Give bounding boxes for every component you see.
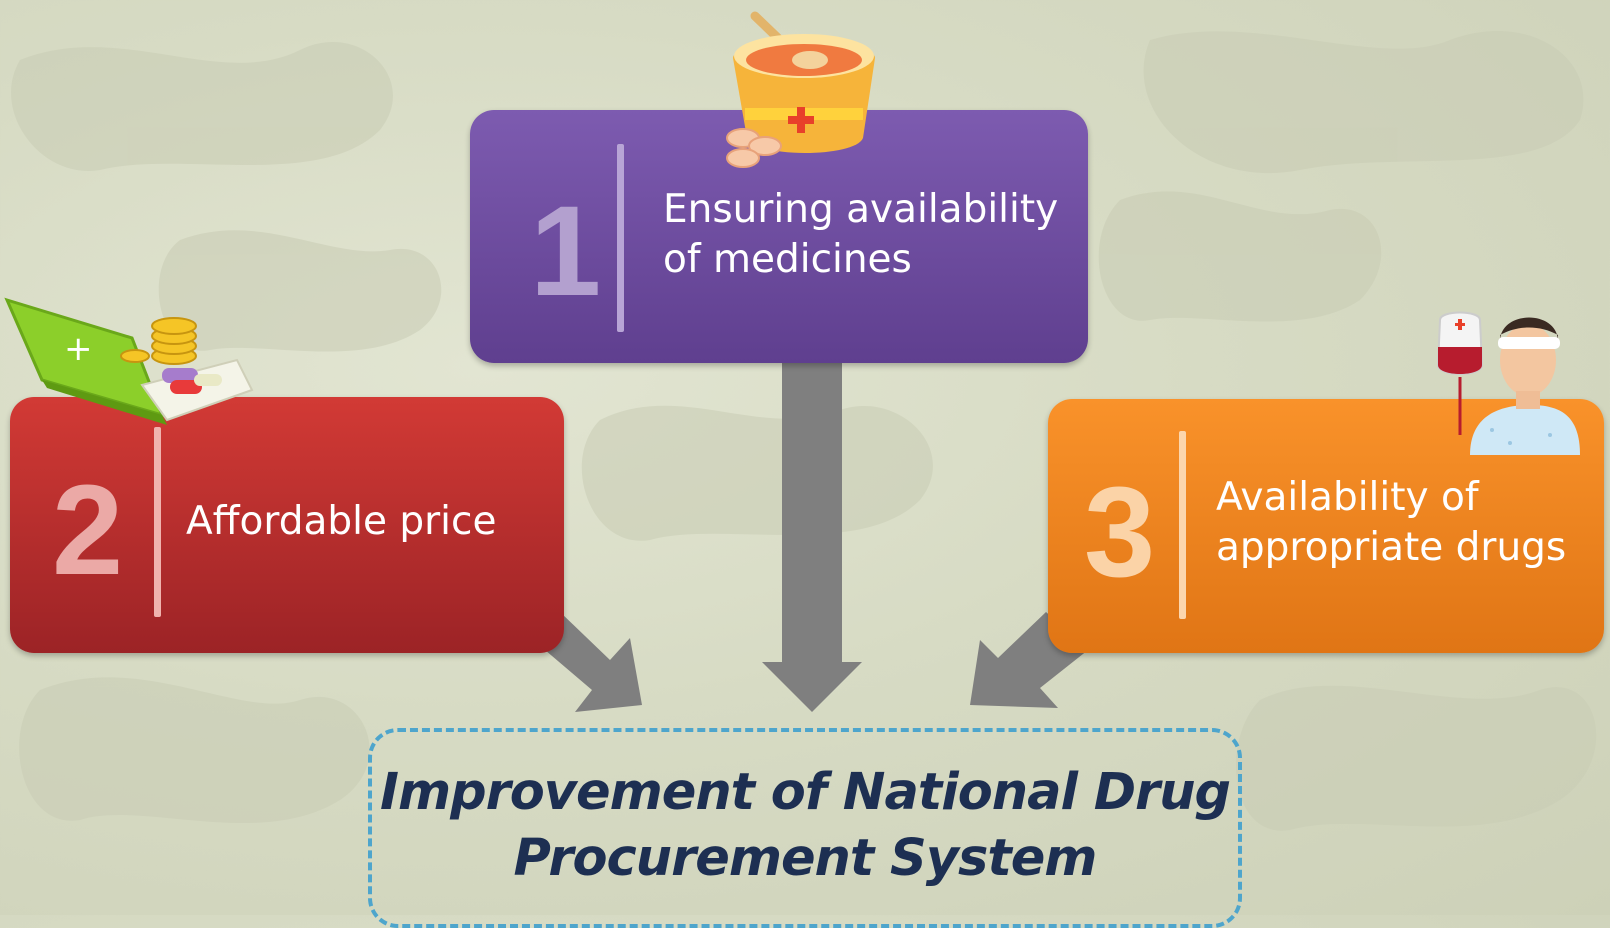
goal-text: Improvement of National Drug Procurement… [379, 763, 1231, 888]
factor-box-2: 2 Affordable price [10, 397, 564, 653]
factor-label: Availability of appropriate drugs [1216, 475, 1567, 570]
factor-number: 3 [1084, 461, 1156, 604]
factor-number: 2 [52, 459, 124, 602]
factor-label: Ensuring availability of medicines [663, 187, 1059, 282]
factor-label: Affordable price [186, 499, 497, 544]
divider-bar [1179, 431, 1186, 619]
factor-box-1: 1 Ensuring availability of medicines [470, 110, 1088, 363]
medicine-mortar-icon [726, 11, 875, 168]
svg-text:+: + [64, 329, 93, 369]
divider-bar [617, 144, 624, 332]
factor-number: 1 [530, 180, 602, 323]
goal-box: Improvement of National Drug Procurement… [368, 728, 1242, 928]
arrow-from-box1 [762, 362, 862, 712]
patient-blood-bag-icon [1436, 311, 1580, 455]
divider-bar [154, 427, 161, 617]
price-calculator-coins-icon: + [4, 297, 254, 425]
